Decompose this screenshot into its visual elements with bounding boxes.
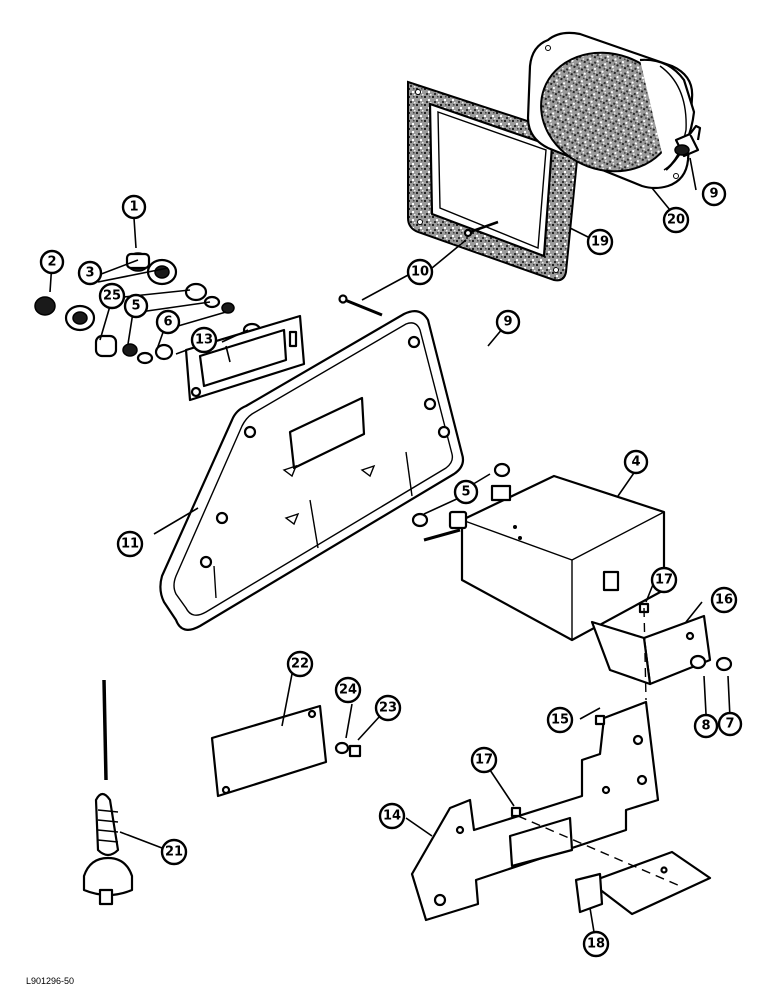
callout-7: 7 (717, 711, 743, 737)
callout-2: 2 (39, 249, 65, 275)
callout-14: 14 (378, 802, 406, 830)
callout-25: 25 (98, 282, 126, 310)
svg-text:6: 6 (163, 315, 172, 330)
svg-text:16: 16 (715, 593, 733, 608)
svg-text:20: 20 (667, 213, 685, 228)
svg-text:23: 23 (379, 701, 397, 716)
callout-22: 22 (286, 650, 314, 678)
callout-13: 13 (190, 326, 218, 354)
figure-code: L901296-50 (26, 976, 74, 986)
svg-text:25: 25 (103, 289, 121, 304)
callout-10: 10 (406, 258, 434, 286)
svg-text:9: 9 (709, 187, 718, 202)
callout-9-lower: 9 (495, 309, 521, 335)
callout-5-upper: 5 (123, 293, 149, 319)
svg-text:13: 13 (195, 333, 213, 348)
svg-text:2: 2 (47, 255, 56, 270)
callout-19: 19 (586, 228, 614, 256)
callout-5-lower: 5 (453, 479, 479, 505)
control-knobs (34, 252, 262, 365)
svg-text:15: 15 (551, 713, 569, 728)
svg-text:5: 5 (461, 485, 470, 500)
main-panel (159, 309, 465, 631)
mounting-bracket (590, 602, 733, 686)
radio-unit (411, 462, 666, 642)
svg-text:5: 5 (131, 299, 140, 314)
svg-text:11: 11 (121, 537, 139, 552)
speaker (526, 31, 696, 190)
svg-text:21: 21 (165, 845, 183, 860)
screw-long (338, 220, 499, 317)
svg-text:19: 19 (591, 235, 609, 250)
svg-text:24: 24 (339, 683, 357, 698)
svg-text:17: 17 (655, 573, 673, 588)
callout-17-lower: 17 (470, 746, 498, 774)
cover-plate (210, 704, 362, 798)
callout-8: 8 (693, 713, 719, 739)
callout-6: 6 (155, 309, 181, 335)
callout-11: 11 (116, 530, 144, 558)
svg-text:10: 10 (411, 265, 429, 280)
fuse-holder-upper (674, 124, 702, 158)
callout-23: 23 (374, 694, 402, 722)
callout-18: 18 (582, 930, 610, 958)
svg-text:7: 7 (725, 717, 734, 732)
callout-1: 1 (121, 194, 147, 220)
callout-24: 24 (334, 676, 362, 704)
svg-text:18: 18 (587, 937, 605, 952)
antenna (82, 679, 134, 906)
bezel-plate (184, 314, 306, 402)
svg-text:1: 1 (129, 200, 138, 215)
svg-text:14: 14 (383, 809, 401, 824)
callout-21: 21 (160, 838, 188, 866)
callout-17-upper: 17 (650, 566, 678, 594)
callout-3: 3 (77, 260, 103, 286)
callout-16: 16 (710, 586, 738, 614)
bottom-tray (574, 850, 712, 916)
lower-bracket (410, 700, 660, 922)
callout-20: 20 (662, 206, 690, 234)
callout-4: 4 (623, 449, 649, 475)
svg-text:3: 3 (85, 266, 94, 281)
svg-text:4: 4 (631, 455, 640, 470)
svg-text:22: 22 (291, 657, 309, 672)
svg-text:9: 9 (503, 315, 512, 330)
callout-9-upper: 9 (701, 181, 727, 207)
svg-text:17: 17 (475, 753, 493, 768)
svg-text:8: 8 (701, 719, 710, 734)
callout-15: 15 (546, 706, 574, 734)
